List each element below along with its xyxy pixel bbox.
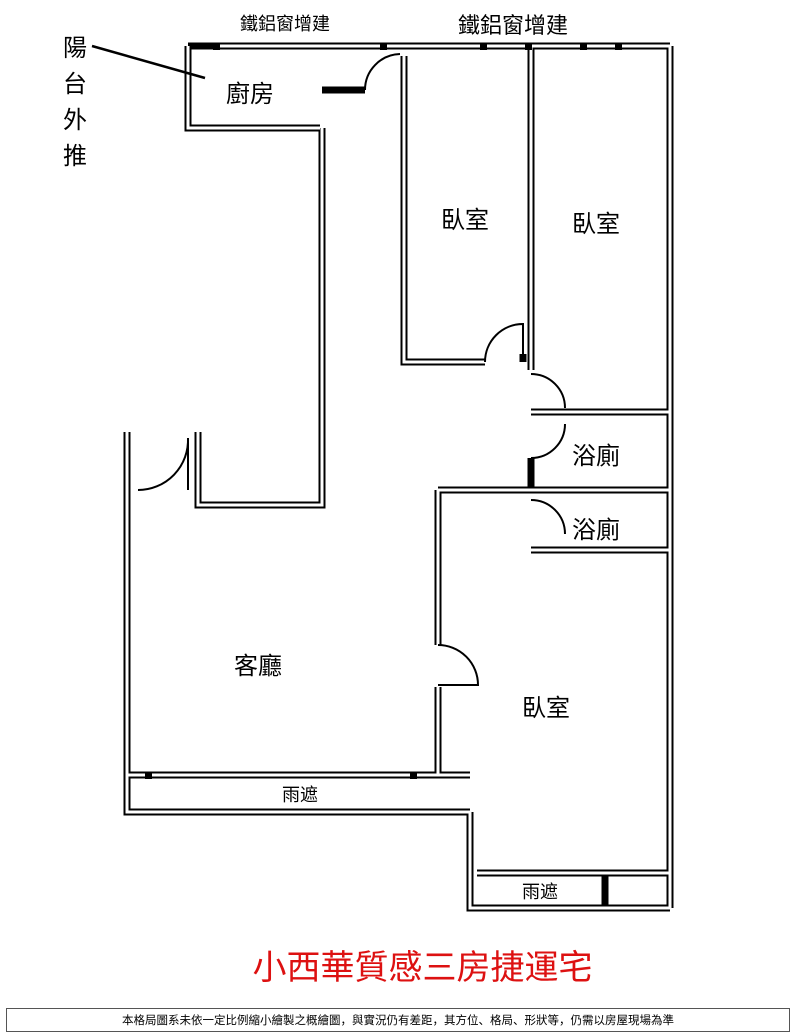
label-awning-2: 雨遮 — [522, 882, 558, 903]
wall-corridor-left — [194, 128, 326, 509]
label-kitchen: 廚房 — [226, 80, 274, 108]
balcony-pointer — [91, 44, 206, 80]
disclaimer-note: 本格局圖系未依一定比例縮小繪製之概繪圖，與實況仍有差距，其方位、格局、形狀等，仍… — [6, 1008, 790, 1032]
label-balcony-extension: 陽 台 外 推 — [60, 30, 90, 174]
wall-awning-bottom — [123, 432, 470, 816]
door-bedroom2 — [530, 373, 566, 409]
label-living-room: 客廳 — [234, 652, 282, 680]
label-bedroom-2: 臥室 — [572, 210, 620, 238]
label-bedroom-3: 臥室 — [522, 694, 570, 722]
wall-bottom — [466, 812, 670, 912]
door-bedroom1 — [484, 322, 524, 363]
door-entrance — [137, 437, 190, 491]
door-bedroom3 — [437, 644, 480, 686]
balcony-char-2: 台 — [63, 70, 87, 98]
label-awning-1: 雨遮 — [282, 785, 318, 806]
balcony-char-1: 陽 — [63, 34, 87, 62]
label-window-addition-left: 鐵鋁窗增建 — [240, 14, 330, 35]
plan-title: 小西華質感三房捷運宅 — [252, 948, 593, 988]
balcony-char-4: 推 — [63, 142, 87, 170]
label-bathroom-2: 浴廁 — [572, 516, 620, 544]
label-bedroom-1: 臥室 — [441, 206, 489, 234]
floor-plan — [91, 42, 674, 912]
door-kitchen — [364, 53, 401, 91]
label-bathroom-1: 浴廁 — [572, 442, 620, 470]
label-window-addition-right: 鐵鋁窗增建 — [458, 14, 569, 39]
door-bath1 — [530, 423, 566, 459]
balcony-char-3: 外 — [63, 106, 87, 134]
door-bath2 — [530, 499, 566, 535]
